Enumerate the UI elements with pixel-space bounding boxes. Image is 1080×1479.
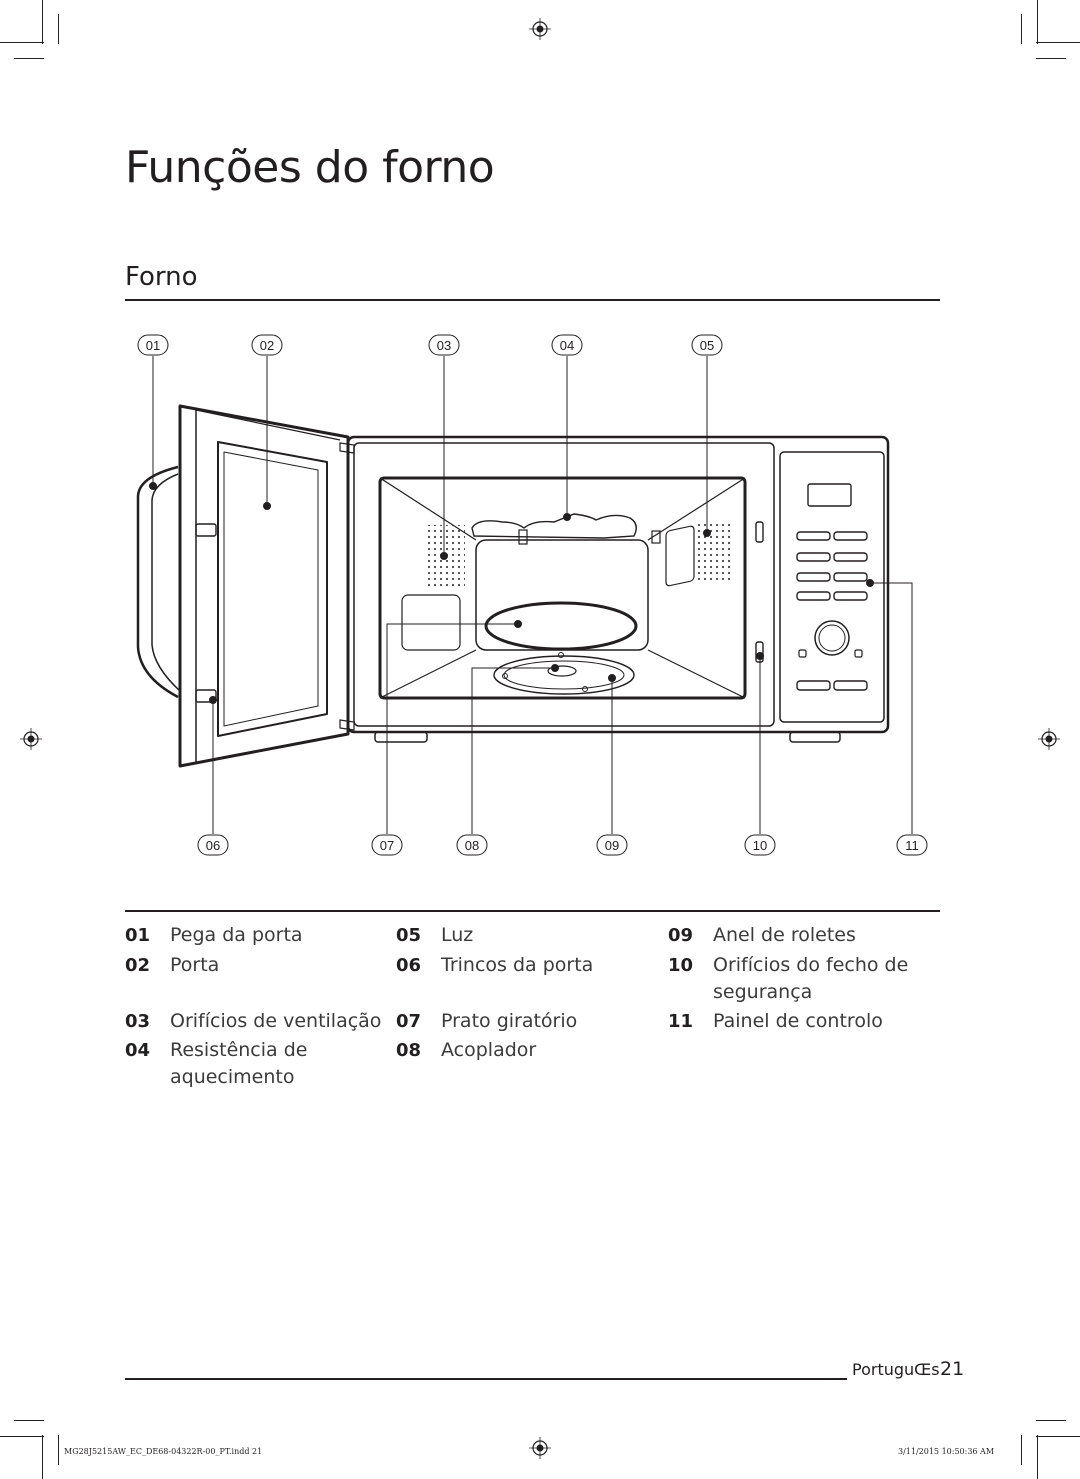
svg-text:02: 02: [260, 338, 274, 353]
crop-mark: [1036, 1420, 1066, 1421]
crop-mark: [1037, 0, 1038, 44]
microwave-door: [136, 404, 350, 768]
crop-mark: [42, 0, 43, 44]
legend-number: 11: [668, 1011, 694, 1032]
crop-mark: [42, 1435, 43, 1479]
page-title: Funções do forno: [125, 142, 495, 193]
registration-mark-icon: [529, 1437, 551, 1459]
legend-number: 08: [396, 1040, 422, 1061]
crop-mark: [0, 1436, 44, 1437]
print-slug-timestamp: 3/11/2015 10:50:36 AM: [898, 1447, 995, 1456]
callout-badge: 06: [197, 834, 229, 856]
callout-badges-top: 01 02 03 04 05: [137, 334, 723, 356]
legend-number: 07: [396, 1011, 422, 1032]
callout-badges-bottom: 06 07 08 09 10 11: [197, 834, 928, 856]
crop-mark: [1036, 1436, 1080, 1437]
footer-language: PortuguŒs: [852, 1360, 940, 1379]
svg-text:10: 10: [753, 838, 767, 853]
section-divider: [125, 299, 940, 301]
crop-mark: [1036, 58, 1066, 59]
microwave-diagram: 01 02 03 04 05 06 07 08: [136, 334, 928, 856]
svg-text:07: 07: [380, 838, 394, 853]
callout-badge: 03: [428, 334, 460, 356]
legend-label: Painel de controlo: [713, 1010, 883, 1032]
legend-number: 09: [668, 925, 694, 946]
svg-text:06: 06: [206, 838, 220, 853]
svg-text:05: 05: [700, 338, 714, 353]
legend-label: Pega da porta: [170, 924, 303, 946]
crop-mark: [1021, 14, 1022, 44]
svg-text:01: 01: [146, 338, 160, 353]
callout-badge: 09: [596, 834, 628, 856]
legend-number: 02: [125, 955, 151, 976]
callout-badge: 10: [744, 834, 776, 856]
crop-mark: [1037, 1435, 1038, 1479]
registration-mark-icon: [20, 728, 42, 750]
crop-mark: [0, 42, 44, 43]
crop-mark: [58, 1435, 59, 1465]
svg-text:03: 03: [437, 338, 451, 353]
callout-badge: 01: [137, 334, 169, 356]
registration-mark-icon: [1038, 728, 1060, 750]
legend-label: Prato giratório: [441, 1010, 578, 1032]
crop-mark: [1036, 42, 1080, 43]
page-number: 21: [940, 1358, 965, 1380]
legend-label: Orifícios de ventilação: [170, 1010, 382, 1032]
callout-badge: 05: [691, 334, 723, 356]
callout-leaders: [149, 356, 913, 834]
callout-badge: 07: [371, 834, 403, 856]
crop-mark: [14, 1420, 44, 1421]
registration-mark-icon: [529, 18, 551, 40]
legend-number: 04: [125, 1040, 151, 1061]
legend-label: Acoplador: [441, 1039, 537, 1061]
crop-mark: [1021, 1435, 1022, 1465]
legend-label: Anel de roletes: [713, 924, 856, 946]
legend-number: 01: [125, 925, 151, 946]
crop-mark: [14, 58, 44, 59]
microwave-body: [339, 435, 890, 743]
legend-divider: [125, 910, 940, 912]
svg-text:09: 09: [605, 838, 619, 853]
legend-label: Luz: [441, 924, 474, 946]
section-title: Forno: [125, 262, 198, 292]
callout-badge: 04: [551, 334, 583, 356]
footer-rule: [125, 1378, 847, 1380]
legend-number: 10: [668, 955, 694, 976]
svg-text:04: 04: [560, 338, 574, 353]
legend-number: 05: [396, 925, 422, 946]
svg-text:11: 11: [905, 838, 919, 853]
legend-label: Trincos da porta: [441, 954, 594, 976]
legend-number: 03: [125, 1011, 151, 1032]
legend-number: 06: [396, 955, 422, 976]
callout-badge: 11: [896, 834, 928, 856]
callout-badge: 08: [456, 834, 488, 856]
callout-badge: 02: [251, 334, 283, 356]
svg-text:08: 08: [465, 838, 479, 853]
legend-label: Orifícios do fecho de segurança: [713, 954, 909, 1003]
print-slug-filename: MG28J5215AW_EC_DE68-04322R-00_PT.indd 21: [64, 1447, 263, 1456]
crop-mark: [58, 14, 59, 44]
legend-label: Resistência de aquecimento: [170, 1039, 308, 1088]
legend-label: Porta: [170, 954, 220, 976]
